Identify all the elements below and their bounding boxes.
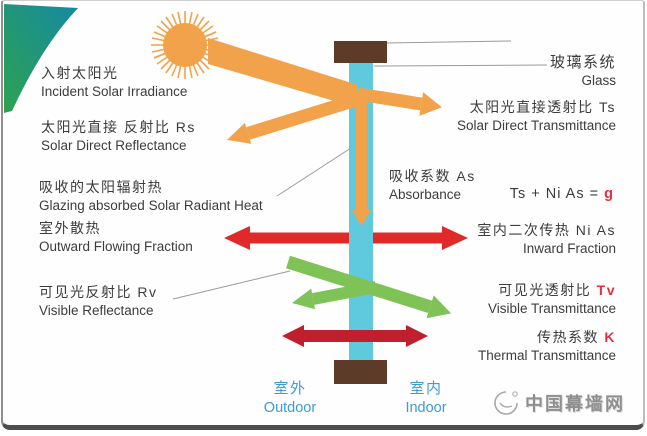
label-absorbed-radiant-heat: 吸收的太阳辐射热 Glazing absorbed Solar Radiant … — [39, 178, 263, 214]
visible-reflected-arrow — [292, 281, 378, 310]
absorbed-heat-arrow — [352, 92, 371, 226]
label-zh: 太阳光直接透射比 Ts — [469, 99, 616, 115]
label-incident-solar: 入射太阳光 Incident Solar Irradiance — [41, 64, 187, 100]
label-zh-base: 传热系数 — [536, 329, 605, 345]
watermark-text: 中国幕墙网 — [525, 394, 625, 414]
label-en: Inward Fraction — [522, 241, 616, 256]
cmw-logo-icon — [494, 391, 518, 415]
leader-line-glass — [373, 64, 548, 67]
label-inward-fraction: 室内二次传热 Ni As Inward Fraction — [477, 221, 616, 257]
label-en: Visible Reflectance — [39, 303, 154, 318]
corner-ribbon — [4, 4, 78, 113]
label-zh: 太阳光直接 反射比 Rs — [41, 119, 196, 135]
leader-line-absorbed-heat — [276, 145, 355, 197]
leader-line-frame — [385, 40, 512, 44]
label-accent-k: K — [604, 329, 616, 345]
label-absorbance: 吸收系数 As Absorbance — [389, 167, 476, 203]
label-en: Thermal Transmittance — [477, 348, 616, 363]
label-accent-tv: Tv — [596, 282, 616, 298]
label-zh: 可见光透射比 Tv — [488, 281, 616, 300]
label-zh: 室外散热 — [39, 220, 101, 236]
formula-base: Ts + Ni As = — [509, 186, 605, 202]
label-en: Glazing absorbed Solar Radiant Heat — [39, 198, 263, 213]
reflected-beam-arrow — [227, 93, 358, 144]
label-zh-base: 可见光透射比 — [498, 282, 597, 298]
label-zh: 吸收系数 As — [389, 168, 476, 184]
label-en: Solar Direct Transmittance — [456, 118, 616, 133]
label-zh: 吸收的太阳辐射热 — [39, 179, 163, 195]
label-en: Visible Transmittance — [487, 301, 616, 316]
heat-flow-double-arrow — [224, 226, 468, 250]
label-zh: 玻璃系统 — [549, 54, 616, 71]
thermal-double-arrow — [282, 325, 428, 347]
label-solar-direct-transmittance: 太阳光直接透射比 Ts Solar Direct Transmittance — [457, 98, 616, 134]
label-outdoor: 室外 Outdoor — [250, 378, 330, 418]
frame-cap-top — [334, 41, 387, 63]
label-thermal-transmittance: 传热系数 K Thermal Transmittance — [478, 328, 616, 364]
label-en: Absorbance — [389, 187, 462, 202]
label-glass-system: 玻璃系统 Glass — [550, 53, 616, 89]
label-en: Glass — [581, 73, 616, 88]
label-visible-transmittance: 可见光透射比 Tv Visible Transmittance — [488, 281, 616, 317]
sun-icon — [151, 11, 219, 79]
formula-accent-g: g — [604, 186, 614, 202]
label-en: Solar Direct Reflectance — [41, 138, 187, 153]
label-en: Indoor — [405, 400, 447, 416]
label-en: Outdoor — [263, 400, 317, 416]
label-solar-direct-reflectance: 太阳光直接 反射比 Rs Solar Direct Reflectance — [41, 118, 196, 154]
transmitted-beam-arrow — [356, 87, 442, 116]
label-zh: 入射太阳光 — [41, 65, 119, 81]
frame-cap-bottom — [334, 360, 387, 384]
cmw-watermark: 中国幕墙网 — [492, 389, 625, 417]
label-visible-reflectance: 可见光反射比 Rv Visible Reflectance — [39, 283, 158, 319]
leader-lines — [172, 40, 548, 300]
label-zh: 可见光反射比 Rv — [39, 284, 158, 300]
leader-line-visible-reflectance — [172, 270, 291, 300]
g-value-formula: Ts + Ni As = g — [510, 186, 614, 202]
label-zh: 室外 — [273, 380, 307, 397]
incident-beam-arrow — [208, 38, 358, 108]
label-en: Outward Flowing Fraction — [39, 239, 193, 254]
label-zh: 传热系数 K — [478, 328, 616, 347]
label-outward-flowing: 室外散热 Outward Flowing Fraction — [39, 219, 193, 255]
label-zh: 室内二次传热 Ni As — [477, 222, 616, 238]
label-en: Incident Solar Irradiance — [41, 84, 188, 99]
label-indoor: 室内 Indoor — [386, 378, 466, 418]
label-zh: 室内 — [409, 380, 443, 397]
